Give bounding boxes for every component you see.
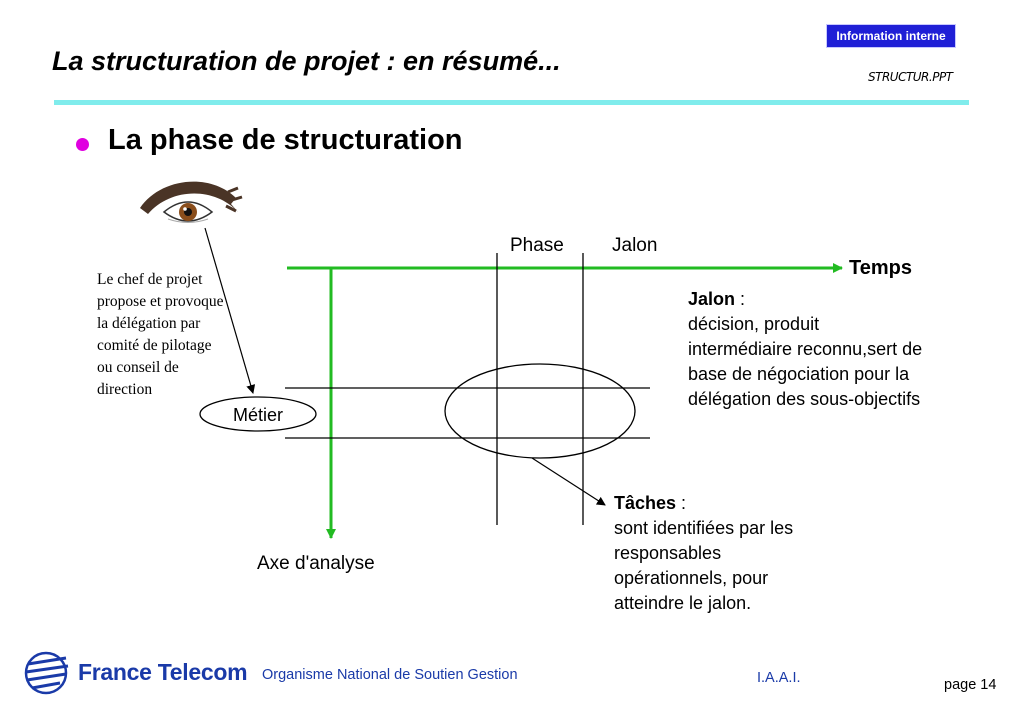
tasks-arrow bbox=[531, 457, 606, 506]
jalon-separator: : bbox=[735, 289, 746, 309]
page-title: La structuration de projet : en résumé..… bbox=[52, 46, 561, 76]
taches-definition: Tâches : sont identifiées par les respon… bbox=[614, 491, 834, 616]
title-divider bbox=[54, 100, 969, 105]
bullet-dot-icon bbox=[76, 138, 89, 151]
jalon-term: Jalon bbox=[688, 289, 736, 309]
taches-body: sont identifiées par les responsables op… bbox=[614, 518, 794, 613]
phase-label: Phase bbox=[510, 235, 564, 256]
analysis-axis-label: Axe d'analyse bbox=[257, 553, 375, 574]
footer-organisation: Organisme National de Soutien Gestion bbox=[262, 667, 518, 683]
tasks-ellipse bbox=[444, 363, 636, 459]
metier-label: Métier bbox=[232, 405, 283, 425]
jalon-definition: Jalon : décision, produit intermédiaire … bbox=[688, 287, 928, 412]
info-badge: Information interne bbox=[826, 24, 956, 48]
chef-de-projet-note: Le chef de projet propose et provoque la… bbox=[97, 271, 224, 398]
file-name: STRUCTUR.PPT bbox=[868, 70, 953, 84]
taches-term: Tâches bbox=[614, 493, 677, 513]
metier-ellipse bbox=[199, 396, 317, 432]
jalon-label: Jalon bbox=[612, 235, 658, 256]
time-axis-label: Temps bbox=[849, 257, 912, 279]
france-telecom-logo-icon bbox=[24, 651, 69, 695]
footer-iaai: I.A.A.I. bbox=[757, 670, 801, 686]
page-number: page 14 bbox=[944, 677, 997, 693]
eye-to-metier-arrow bbox=[204, 227, 256, 394]
taches-separator: : bbox=[676, 493, 687, 513]
france-telecom-logo: France Telecom bbox=[78, 659, 248, 685]
eye-icon bbox=[140, 181, 243, 223]
jalon-body: décision, produit intermédiaire reconnu,… bbox=[688, 314, 923, 409]
section-heading: La phase de structuration bbox=[108, 124, 463, 156]
